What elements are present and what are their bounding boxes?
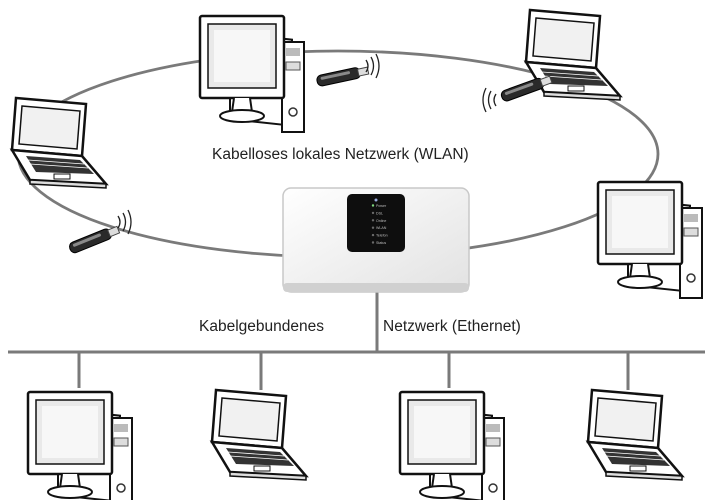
ethernet-label-right: Netzwerk (Ethernet) — [383, 318, 521, 335]
router-led-5 — [371, 241, 375, 244]
ethernet-desktop-2 — [398, 390, 506, 500]
router-led-label: Status — [376, 241, 386, 245]
laptop-left — [10, 96, 108, 190]
router-led-label: Telefon — [376, 234, 388, 238]
ethernet-desktop-1 — [26, 390, 134, 500]
ethernet-laptop-2 — [586, 388, 684, 482]
router-led-label: WLAN — [376, 226, 387, 230]
router-led-label: Power — [376, 204, 387, 208]
desktop-top — [198, 14, 306, 134]
desktop-right — [596, 180, 704, 300]
router-led-0 — [371, 204, 375, 207]
usb-wlan-stick — [67, 224, 121, 255]
router-led-2 — [371, 219, 375, 222]
router-led-panel — [347, 194, 405, 252]
wlan-label: Kabelloses lokales Netzwerk (WLAN) — [212, 146, 469, 163]
usb-wlan-stick — [315, 64, 370, 88]
router-led-1 — [371, 211, 375, 215]
router-led-label: Online — [376, 219, 386, 223]
router-led-3 — [371, 226, 375, 229]
router-led-label: DSL — [376, 211, 383, 215]
ethernet-laptop-1 — [210, 388, 308, 482]
radio-waves-icon — [482, 87, 497, 113]
router-led-4 — [371, 233, 375, 237]
ethernet-wiring — [8, 290, 705, 390]
ethernet-label-left: Kabelgebundenes — [199, 318, 324, 335]
